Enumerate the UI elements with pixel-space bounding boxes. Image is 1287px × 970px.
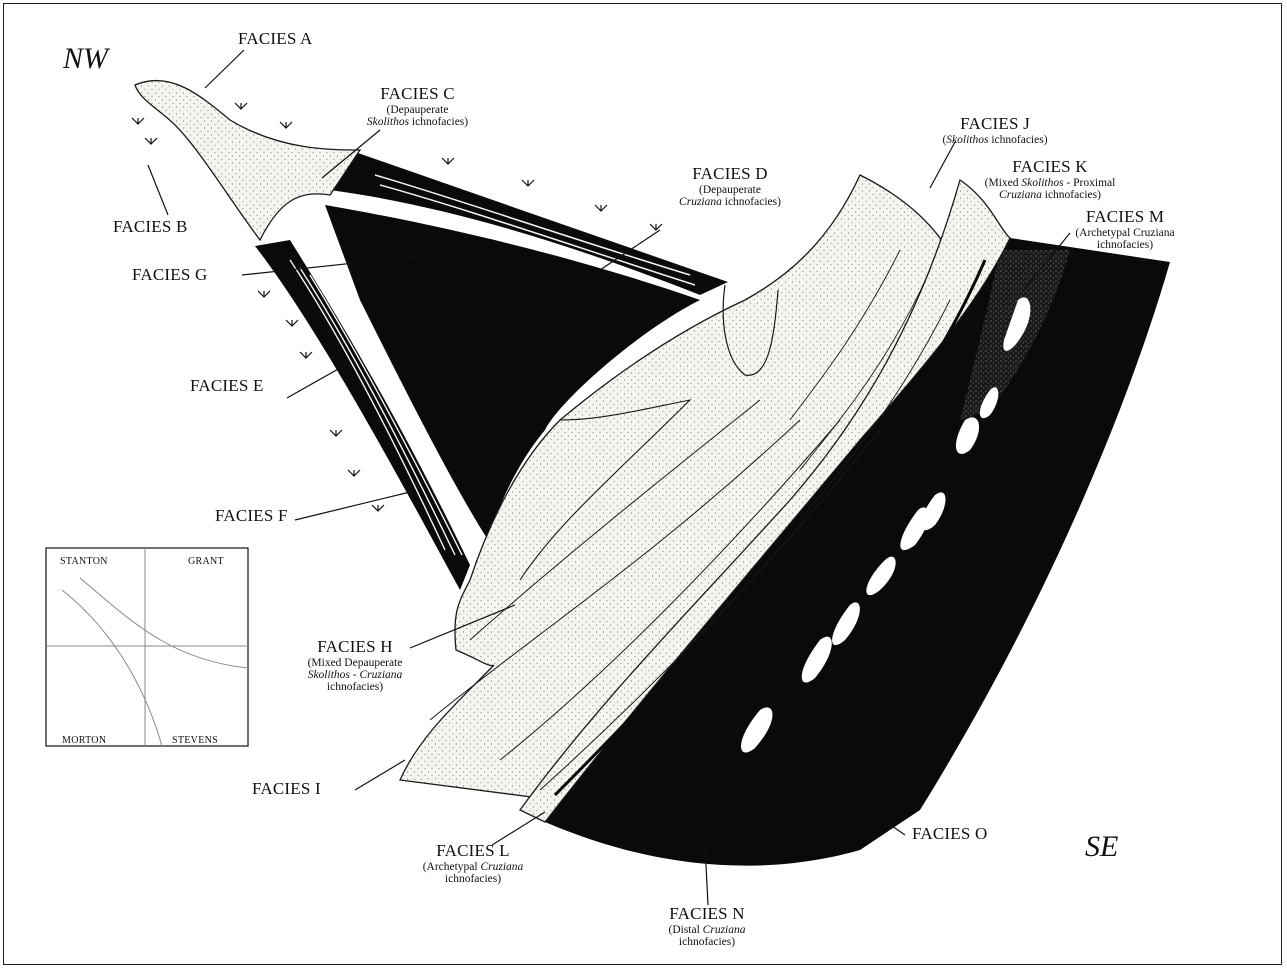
facies-c-genus: Skolithos [367,116,409,128]
facies-d-sub1: (Depauperate [660,184,800,196]
facies-f-name: FACIES F [215,506,288,525]
label-facies-i: FACIES I [252,780,321,799]
label-facies-d: FACIES D (Depauperate Cruziana ichnofaci… [660,165,800,208]
facies-d-sub2-rest: ichnofacies) [722,196,781,208]
label-facies-a: FACIES A [238,30,313,49]
facies-j-genus: Skolithos [946,134,988,146]
facies-h-sub3: ichnofacies) [290,681,420,693]
facies-m-name: FACIES M [1086,207,1164,226]
facies-k-sub2-rest: ichnofacies) [1042,189,1101,201]
facies-c-sub2: Skolithos ichnofacies) [360,116,475,128]
facies-g-name: FACIES G [132,265,207,284]
facies-a-name: FACIES A [238,29,313,48]
inset-label-grant: GRANT [188,556,224,567]
facies-k-sub2: Cruziana ichnofacies) [975,189,1125,201]
facies-n-genus: Cruziana [703,924,746,936]
label-facies-j: FACIES J (Skolithos ichnofacies) [930,115,1060,146]
facies-n-sub2: ichnofacies) [652,936,762,948]
facies-n-name: FACIES N [669,904,744,923]
facies-h-sub1: (Mixed Depauperate [290,657,420,669]
facies-c-sub1: (Depauperate [360,104,475,116]
facies-m-sub2: ichnofacies) [1060,239,1190,251]
facies-l-genus: Cruziana [480,861,523,873]
facies-h-genus-a: Skolithos [308,669,350,681]
inset-label-stevens: STEVENS [172,735,218,746]
label-facies-m: FACIES M (Archetypal Cruziana ichnofacie… [1060,208,1190,251]
facies-h-sub2: Skolithos - Cruziana [290,669,420,681]
facies-c-sub2-rest: ichnofacies) [409,116,468,128]
facies-e-name: FACIES E [190,376,264,395]
direction-nw: NW [63,42,108,76]
facies-j-sub1-rest: ichnofacies) [988,134,1047,146]
facies-h-genus-b: Cruziana [359,669,402,681]
facies-l-sub1-pre: (Archetypal [423,861,481,873]
facies-k-name: FACIES K [1012,157,1087,176]
facies-k-sub1-rest: - Proximal [1064,177,1116,189]
facies-k-genus-b: Cruziana [999,189,1042,201]
facies-l-sub1: (Archetypal Cruziana [408,861,538,873]
facies-i-name: FACIES I [252,779,321,798]
facies-h-name: FACIES H [317,637,392,656]
facies-d-genus: Cruziana [679,196,722,208]
facies-k-genus-a: Skolithos [1021,177,1063,189]
label-facies-n: FACIES N (Distal Cruziana ichnofacies) [652,905,762,948]
inset-label-stanton: STANTON [60,556,108,567]
facies-d-name: FACIES D [692,164,767,183]
inset-label-morton: MORTON [62,735,106,746]
facies-j-sub1: (Skolithos ichnofacies) [930,134,1060,146]
label-facies-h: FACIES H (Mixed Depauperate Skolithos - … [290,638,420,693]
facies-l-sub2: ichnofacies) [408,873,538,885]
facies-n-sub1: (Distal Cruziana [652,924,762,936]
facies-j-name: FACIES J [960,114,1030,133]
label-facies-b: FACIES B [113,218,188,237]
facies-c-name: FACIES C [380,84,455,103]
facies-b-name: FACIES B [113,217,188,236]
facies-l-name: FACIES L [436,841,510,860]
direction-se: SE [1085,830,1118,864]
facies-n-sub1-pre: (Distal [668,924,702,936]
label-facies-o: FACIES O [912,825,987,844]
label-facies-g: FACIES G [132,266,207,285]
facies-o-name: FACIES O [912,824,987,843]
facies-k-sub1-pre: (Mixed [985,177,1022,189]
label-facies-f: FACIES F [215,507,288,526]
facies-d-sub2: Cruziana ichnofacies) [660,196,800,208]
label-facies-e: FACIES E [190,377,264,396]
facies-m-sub1: (Archetypal Cruziana [1060,227,1190,239]
label-facies-l: FACIES L (Archetypal Cruziana ichnofacie… [408,842,538,885]
facies-k-sub1: (Mixed Skolithos - Proximal [975,177,1125,189]
label-facies-k: FACIES K (Mixed Skolithos - Proximal Cru… [975,158,1125,201]
label-facies-c: FACIES C (Depauperate Skolithos ichnofac… [360,85,475,128]
location-inset-map [46,548,248,746]
